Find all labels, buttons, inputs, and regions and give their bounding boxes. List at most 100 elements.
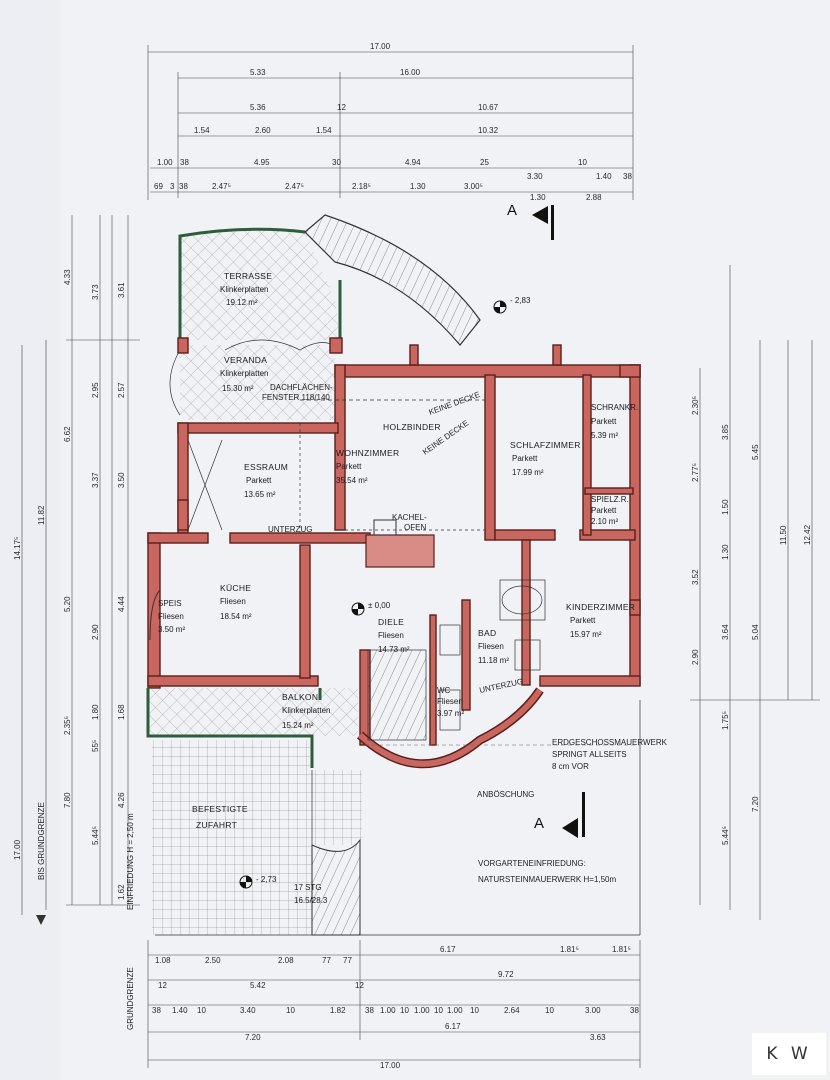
room-name: BALKON <box>282 692 318 702</box>
dim-label: 10 <box>434 1006 443 1015</box>
room-floor: Parkett <box>570 616 596 625</box>
room-area: 13.65 m² <box>244 490 276 499</box>
dim-label: 14.17⁵ <box>13 537 22 560</box>
room-bad: BAD Fliesen 11.18 m² <box>478 628 509 665</box>
dim-label: 10 <box>578 158 587 167</box>
room-spielzimmer: SPIELZ.R. Parkett 2.10 m² <box>591 495 629 526</box>
room-area: 15.24 m² <box>282 721 314 730</box>
holzbinder-label: HOLZBINDER <box>383 422 441 432</box>
room-floor: Fliesen <box>478 642 504 651</box>
dachfenster-label: DACHFLÄCHEN- <box>270 383 333 392</box>
dim-label: 1.30 <box>410 182 426 191</box>
room-name: WOHNZIMMER <box>336 448 399 458</box>
left-dimensions <box>21 215 140 915</box>
room-area: 17.99 m² <box>512 468 544 477</box>
bottom-dimensions <box>147 940 641 1068</box>
dim-label: 1.54 <box>316 126 332 135</box>
dim-label: 3.00⁵ <box>464 182 483 191</box>
dim-label: 1.40 <box>172 1006 188 1015</box>
dim-label: 5.44⁵ <box>91 826 100 845</box>
room-area: 35.54 m² <box>336 476 368 485</box>
dim-label: 69 <box>154 182 163 191</box>
room-kueche: KÜCHE Fliesen 18.54 m² <box>220 583 252 621</box>
room-floor: Parkett <box>512 454 538 463</box>
dim-label: 2.95 <box>91 382 100 398</box>
room-floor: Parkett <box>246 476 272 485</box>
room-area: 19.12 m² <box>226 298 258 307</box>
room-name: KÜCHE <box>220 583 251 593</box>
dim-label: 1.00 <box>380 1006 396 1015</box>
dim-label: 7.80 <box>63 792 72 808</box>
dim-label: 1.68 <box>117 704 126 720</box>
room-kinderzimmer: KINDERZIMMER Parkett 15.97 m² <box>566 602 635 639</box>
room-wc: WC Fliesen 3.97 m² <box>437 686 464 718</box>
level-marker-top: - 2,83 <box>493 296 531 314</box>
dim-label: 30 <box>332 158 341 167</box>
room-terrasse: TERRASSE Klinkerplatten 19.12 m² <box>220 271 272 307</box>
zufahrt-area <box>152 740 312 935</box>
dim-label: 17.00 <box>370 42 391 51</box>
room-name: DIELE <box>378 617 404 627</box>
dim-label: 12 <box>355 981 364 990</box>
room-area: 3.50 m² <box>158 625 185 634</box>
dim-label: 38 <box>179 182 188 191</box>
note-line: 8 cm VOR <box>552 762 589 771</box>
room-name: BEFESTIGTE <box>192 804 248 814</box>
dim-label: 2.47⁵ <box>285 182 304 191</box>
left-dimension-labels: 6.62 11.82 14.17⁵ 17.00 4.33 3.73 3.61 2… <box>13 269 135 925</box>
dim-label: 2.08 <box>278 956 294 965</box>
room-name: ZUFAHRT <box>196 820 237 830</box>
dim-label: 1.30 <box>530 193 546 202</box>
dim-label: 1.08 <box>155 956 171 965</box>
room-floor: Fliesen <box>220 597 246 606</box>
room-floor: Klinkerplatten <box>282 706 330 715</box>
kachelofen-label: KACHEL- <box>392 513 427 522</box>
room-diele: DIELE Fliesen 14.73 m² <box>378 617 410 654</box>
room-balkon: BALKON Klinkerplatten 15.24 m² <box>282 692 330 730</box>
dim-label: 17.00 <box>380 1061 401 1070</box>
room-schlafzimmer: SCHLAFZIMMER Parkett 17.99 m² <box>510 440 580 477</box>
dim-label: 5.44⁵ <box>721 826 730 845</box>
room-name: KINDERZIMMER <box>566 602 635 612</box>
dim-label: 5.45 <box>751 444 760 460</box>
dim-label: 2.30⁵ <box>691 396 700 415</box>
dachfenster-label: FENSTER 118/140 <box>262 393 330 402</box>
dim-label: 10 <box>545 1006 554 1015</box>
einfriedung-label: EINFRIEDUNG H = 2,50 m <box>126 813 135 910</box>
dim-label: 10 <box>470 1006 479 1015</box>
dim-label: 55⁵ <box>91 740 100 752</box>
stair-ratio: 16.5/28.3 <box>294 896 328 905</box>
room-name: ESSRAUM <box>244 462 288 472</box>
kw-logo: K W <box>752 1033 826 1075</box>
room-floor: Parkett <box>591 417 617 426</box>
dim-label: 1.00 <box>157 158 173 167</box>
room-area: 14.73 m² <box>378 645 410 654</box>
dim-label: 5.36 <box>250 103 266 112</box>
veranda-area <box>180 345 335 420</box>
room-name: WC <box>437 686 451 695</box>
level-marker-entry: ± 0,00 <box>351 601 391 616</box>
dim-label: 10.32 <box>478 126 499 135</box>
dim-label: 3.30 <box>527 172 543 181</box>
dim-label: 3.00 <box>585 1006 601 1015</box>
grundgrenze-label: BIS GRUNDGRENZE <box>37 802 46 880</box>
room-name: SCHRANKR. <box>591 403 638 412</box>
kachelofen-label: OFEN <box>404 523 426 532</box>
balkon-area <box>148 688 358 736</box>
dim-label: 1.00 <box>447 1006 463 1015</box>
room-name: TERRASSE <box>224 271 272 281</box>
dim-label: 6.17 <box>440 945 456 954</box>
dim-label: 3.63 <box>590 1033 606 1042</box>
room-name: VERANDA <box>224 355 267 365</box>
notes: ERDGESCHOSSMAUERWERK SPRINGT ALLSEITS 8 … <box>478 738 668 884</box>
section-letter: A <box>507 202 517 219</box>
dim-label: 5.33 <box>250 68 266 77</box>
dim-label: 3.37 <box>91 472 100 488</box>
room-floor: Fliesen <box>378 631 404 640</box>
grundgrenze-bottom-label: GRUNDGRENZE <box>126 967 135 1030</box>
room-area: 5.39 m² <box>591 431 618 440</box>
dim-label: 4.44 <box>117 596 126 612</box>
dim-label: 38 <box>152 1006 161 1015</box>
note-line: SPRINGT ALLSEITS <box>552 750 627 759</box>
